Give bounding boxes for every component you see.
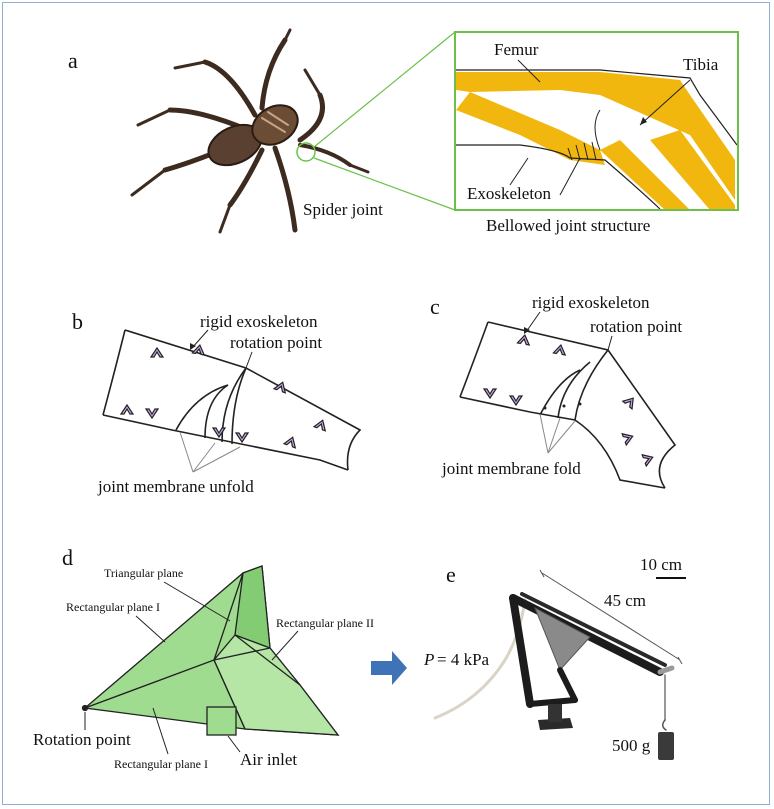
femur-pointer xyxy=(517,59,541,83)
joint-illustration: Femur Tibia Exoskeleton xyxy=(456,40,737,209)
transition-arrow xyxy=(371,651,407,685)
bellowed-label: Bellowed joint structure xyxy=(486,216,650,235)
pressure-symbol: P xyxy=(423,650,434,669)
zoom-line-bottom xyxy=(313,157,456,211)
zoom-circle xyxy=(296,142,316,162)
femur-label: Femur xyxy=(494,40,539,59)
triangular-plane-label: Triangular plane xyxy=(104,566,183,580)
arm-photo xyxy=(433,592,675,760)
length-dimension xyxy=(539,569,683,665)
b-leg-sketch xyxy=(102,329,362,471)
panel-e-letter: e xyxy=(446,562,456,587)
panel-d-letter: d xyxy=(62,545,73,570)
panel-d: d Triangular plane Rectangular plane I R… xyxy=(33,545,374,771)
tibia-label: Tibia xyxy=(683,55,719,74)
rect-plane-1-top-label: Rectangular plane I xyxy=(66,600,160,614)
panel-a-letter: a xyxy=(68,48,78,73)
c-rotation-label: rotation point xyxy=(590,317,682,336)
spider-joint-label: Spider joint xyxy=(303,200,383,219)
rect-plane-1-bottom-label: Rectangular plane I xyxy=(114,757,208,771)
panel-a: a Spider join xyxy=(68,28,739,235)
zoom-line-top xyxy=(313,31,456,148)
panel-c-letter: c xyxy=(430,294,440,319)
air-inlet-label: Air inlet xyxy=(240,750,297,769)
spider-photo xyxy=(130,28,370,234)
actuator-model xyxy=(81,565,340,736)
b-membrane-label: joint membrane unfold xyxy=(97,477,254,496)
panel-b-letter: b xyxy=(72,309,83,334)
c-rigid-label: rigid exoskeleton xyxy=(532,293,650,312)
rect-plane-2-label: Rectangular plane II xyxy=(276,616,374,630)
panel-b: b rigid exoskeleton rotation point xyxy=(72,309,362,496)
b-membrane-pointers xyxy=(179,431,241,473)
pressure-value: = 4 kPa xyxy=(437,650,490,669)
b-rotation-label: rotation point xyxy=(230,333,322,352)
c-fold-dots xyxy=(543,402,582,410)
rotation-point-label: Rotation point xyxy=(33,730,131,749)
bellowed-pointer xyxy=(559,157,581,196)
c-membrane-label: joint membrane fold xyxy=(441,459,581,478)
panel-e: e 10 cm 45 cm P = 4 kPa 500 g xyxy=(423,555,686,760)
panel-c: c rigid exoskeleton rotation point xyxy=(430,293,682,489)
length-label: 45 cm xyxy=(604,591,646,610)
scale-bar-label: 10 cm xyxy=(640,555,682,574)
exoskeleton-pointer xyxy=(509,157,529,186)
exoskeleton-label: Exoskeleton xyxy=(467,184,552,203)
c-leg-sketch xyxy=(459,321,677,489)
c-membrane-pointers xyxy=(539,413,576,454)
mass-label: 500 g xyxy=(612,736,651,755)
b-rigid-label: rigid exoskeleton xyxy=(200,312,318,331)
tibia-pointer xyxy=(639,79,691,126)
